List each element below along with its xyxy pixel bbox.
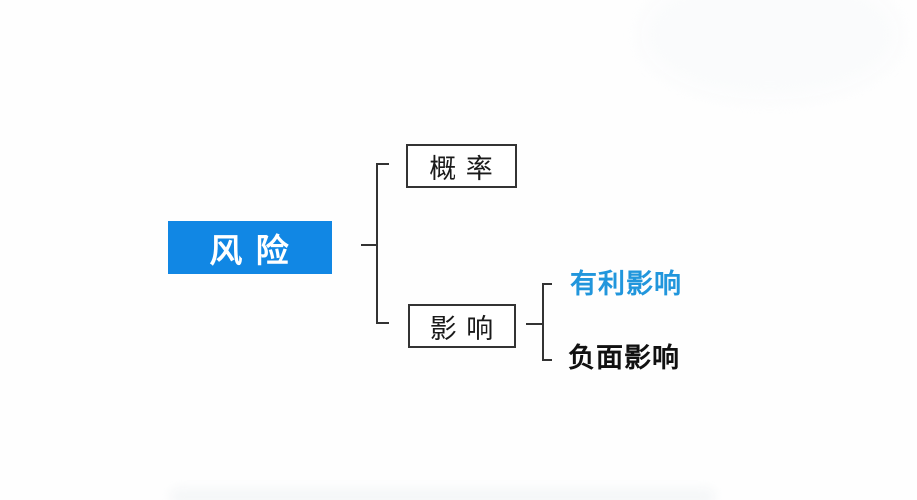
node-impact: 影 响 <box>408 304 516 348</box>
node-probability: 概 率 <box>406 144 517 188</box>
leaf-favorable-impact: 有利影响 <box>570 269 682 299</box>
bracket1-middle-tick <box>361 244 378 246</box>
root-node-risk: 风 险 <box>168 221 332 274</box>
bracket2-top-tick <box>542 283 552 285</box>
bracket2-vertical-line <box>542 283 544 361</box>
bracket2-bottom-tick <box>542 359 552 361</box>
bracket1-vertical-line <box>376 163 378 324</box>
leaf-negative-impact: 负面影响 <box>568 343 680 373</box>
background-smudge-bottom <box>170 488 715 500</box>
bracket1-bottom-tick <box>376 322 389 324</box>
bracket2-middle-tick <box>526 323 544 325</box>
background-smudge-top <box>640 0 900 100</box>
bracket1-top-tick <box>376 163 389 165</box>
